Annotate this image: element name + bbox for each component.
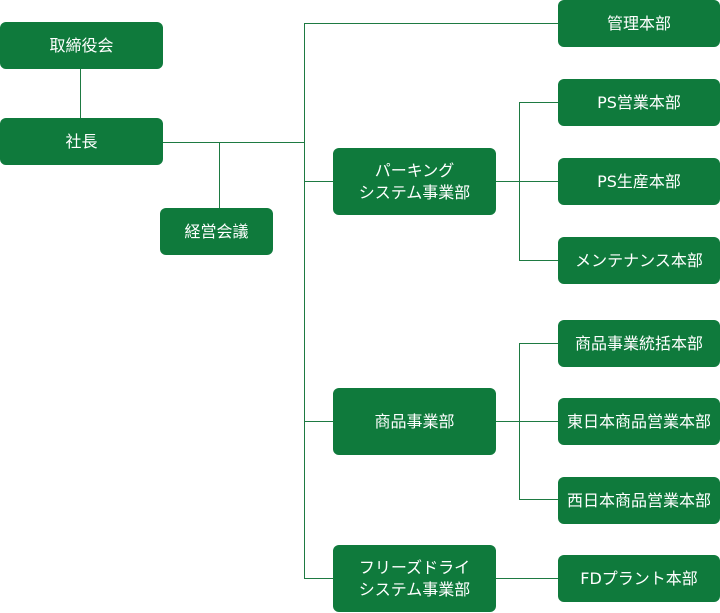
freeze-dry-division-line2: システム事業部 xyxy=(358,579,471,599)
parking-division-line2: システム事業部 xyxy=(358,182,471,202)
connector-to-maintenance xyxy=(519,260,559,261)
freeze-dry-division-box: フリーズドライ システム事業部 xyxy=(333,545,496,612)
fd-plant-box: FDプラント本部 xyxy=(558,555,720,602)
products-integration-box: 商品事業統括本部 xyxy=(558,320,720,367)
president-box: 社長 xyxy=(0,118,163,165)
fd-plant-label: FDプラント本部 xyxy=(580,568,698,588)
management-meeting-label: 経営会議 xyxy=(184,221,249,241)
west-sales-box: 西日本商品営業本部 xyxy=(558,477,720,524)
parking-division-box: パーキング システム事業部 xyxy=(333,148,496,215)
east-sales-box: 東日本商品営業本部 xyxy=(558,398,720,445)
connector-trunk-vertical xyxy=(304,23,305,579)
connector-to-east-sales xyxy=(519,421,559,422)
connector-president-trunk xyxy=(162,142,305,143)
connector-to-ps-production xyxy=(519,181,559,182)
connector-freezedry-out xyxy=(495,578,559,579)
products-division-label: 商品事業部 xyxy=(374,411,455,431)
ps-production-label: PS生産本部 xyxy=(597,171,681,191)
products-division-box: 商品事業部 xyxy=(333,388,496,455)
connector-to-products-integration xyxy=(519,343,559,344)
management-meeting-box: 経営会議 xyxy=(160,208,273,255)
admin-hq-box: 管理本部 xyxy=(558,0,720,47)
connector-to-admin xyxy=(304,23,559,24)
connector-to-freezedry xyxy=(304,578,334,579)
board-label: 取締役会 xyxy=(49,35,114,55)
connector-to-products xyxy=(304,421,334,422)
connector-products-out xyxy=(495,421,520,422)
connector-to-west-sales xyxy=(519,499,559,500)
parking-division-line1: パーキング xyxy=(374,160,455,180)
connector-board-president xyxy=(80,68,81,120)
ps-sales-label: PS営業本部 xyxy=(597,92,681,112)
maintenance-label: メンテナンス本部 xyxy=(575,250,703,270)
connector-meeting-v xyxy=(219,142,220,210)
board-box: 取締役会 xyxy=(0,22,163,69)
parking-division-label: パーキング システム事業部 xyxy=(359,160,471,204)
connector-parking-out xyxy=(495,181,520,182)
west-sales-label: 西日本商品営業本部 xyxy=(566,490,711,510)
president-label: 社長 xyxy=(65,131,98,151)
admin-hq-label: 管理本部 xyxy=(606,13,671,33)
freeze-dry-division-label: フリーズドライ システム事業部 xyxy=(359,557,471,601)
ps-sales-box: PS営業本部 xyxy=(558,79,720,126)
connector-to-ps-sales xyxy=(519,102,559,103)
connector-to-parking xyxy=(304,181,334,182)
east-sales-label: 東日本商品営業本部 xyxy=(566,411,711,431)
freeze-dry-division-line1: フリーズドライ xyxy=(358,557,471,577)
products-integration-label: 商品事業統括本部 xyxy=(574,333,703,353)
maintenance-box: メンテナンス本部 xyxy=(558,237,720,284)
ps-production-box: PS生産本部 xyxy=(558,158,720,205)
